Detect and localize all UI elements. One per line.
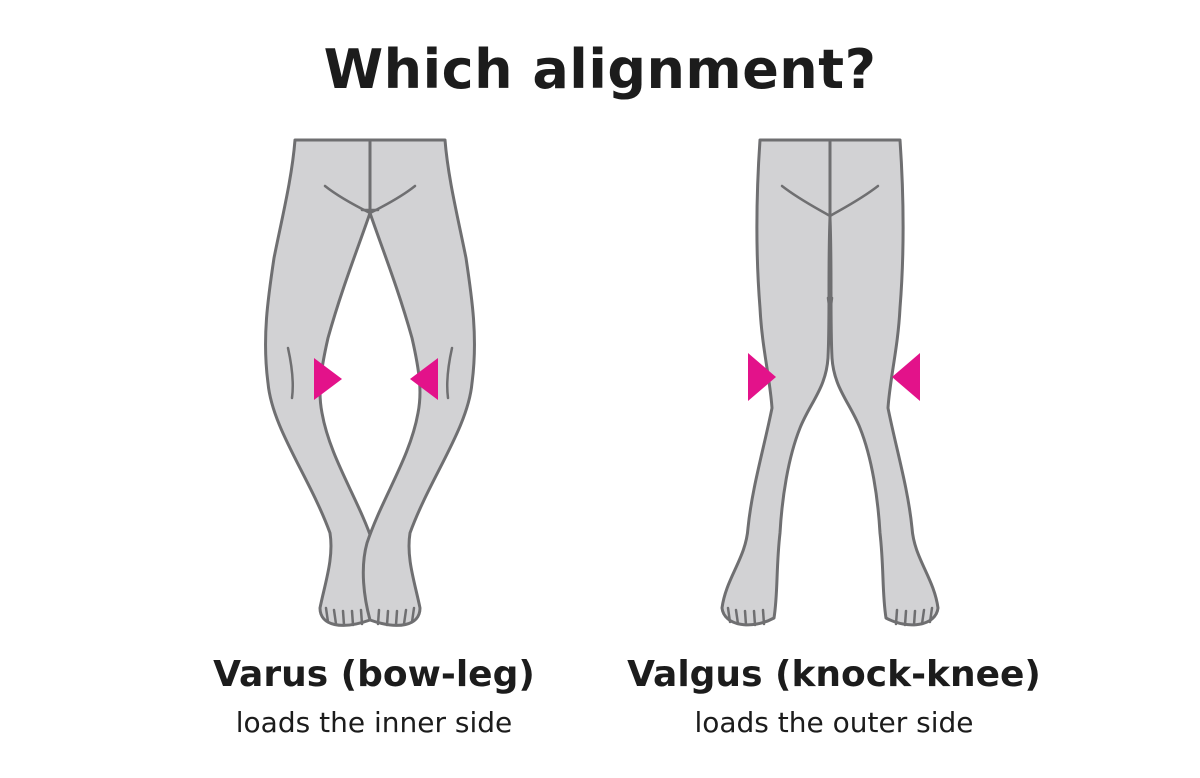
valgus-left-knee-marker-icon <box>748 353 776 401</box>
valgus-legs-illustration <box>720 138 940 627</box>
varus-caption: Varus (bow-leg) <box>213 654 535 695</box>
valgus-right-knee-marker-icon <box>892 353 920 401</box>
valgus-description: loads the outer side <box>694 706 974 739</box>
varus-left-leg <box>264 138 379 627</box>
varus-description: loads the inner side <box>235 706 513 739</box>
diagram-title: Which alignment? <box>323 38 877 101</box>
valgus-caption: Valgus (knock-knee) <box>627 654 1041 695</box>
valgus-right-leg <box>828 138 940 627</box>
varus-legs-illustration <box>264 138 476 627</box>
varus-left-knee-marker-icon <box>314 358 342 400</box>
valgus-left-leg <box>720 138 832 627</box>
varus-right-knee-marker-icon <box>410 358 438 400</box>
